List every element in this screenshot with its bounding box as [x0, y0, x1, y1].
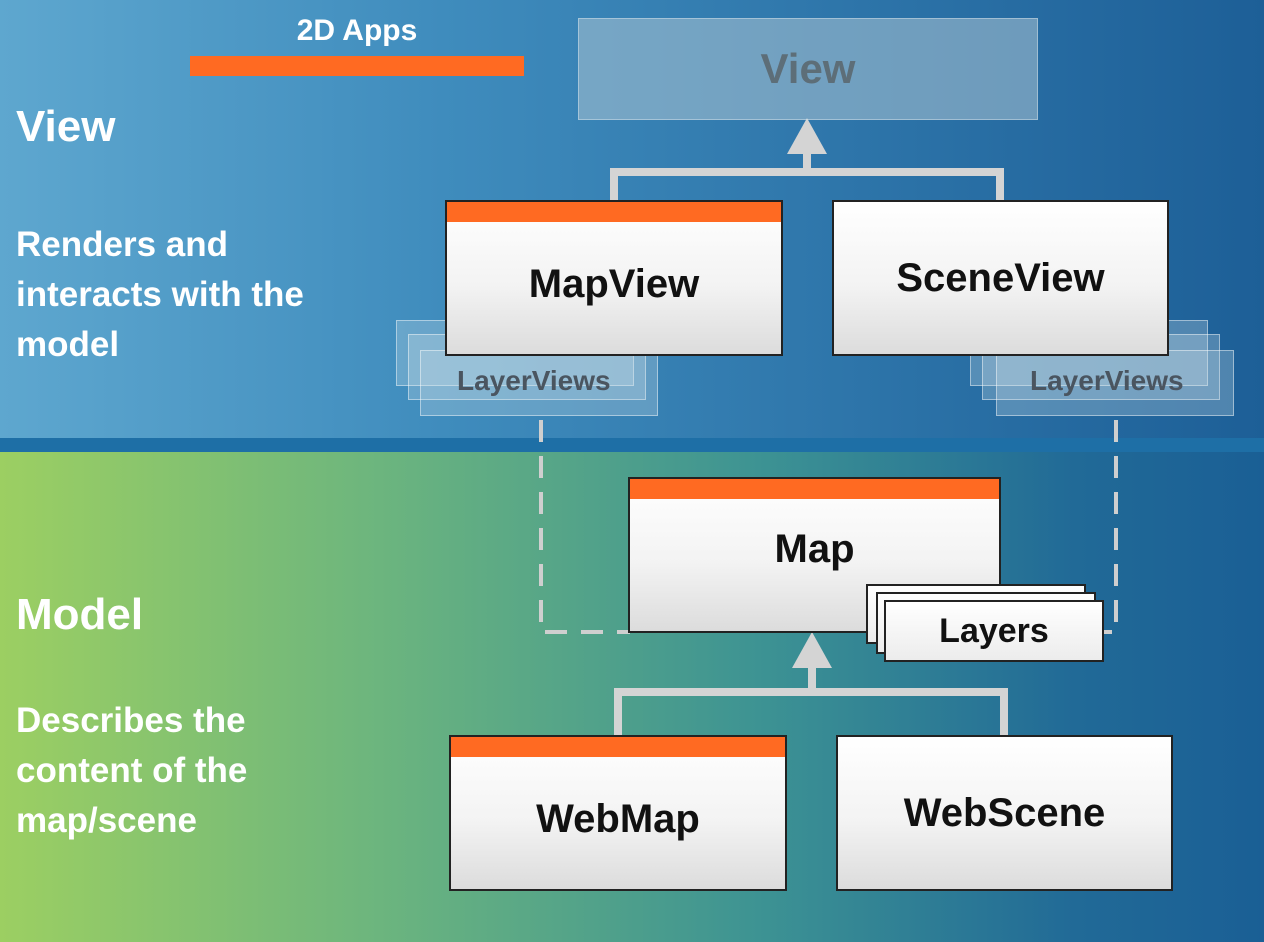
legend-label: 2D Apps: [296, 14, 418, 47]
map-label: Map: [774, 527, 855, 571]
mapview-label: MapView: [528, 261, 700, 306]
webscene-label: WebScene: [903, 790, 1106, 835]
map-inheritance-arrowhead: [792, 632, 832, 668]
sceneview-layerviews-label: LayerViews: [1030, 365, 1184, 396]
sceneview-node: SceneView: [832, 200, 1169, 356]
mapview-layerviews-label: LayerViews: [457, 365, 611, 396]
view-section-title: View: [16, 102, 116, 151]
webscene-node: WebScene: [836, 735, 1173, 891]
layers-label: Layers: [939, 611, 1049, 650]
view-inheritance-arrowhead: [787, 118, 827, 154]
view-node-label: View: [760, 45, 856, 92]
model-section-title: Model: [16, 590, 144, 639]
map-inheritance-connector: [614, 668, 1008, 735]
2d-app-stripe: [451, 737, 785, 757]
layerviews-to-layers-dashed-right: [1103, 420, 1118, 634]
view-section-description: Renders and interacts with the model: [16, 225, 304, 364]
layerview-card-stack: [996, 350, 1234, 416]
sceneview-label: SceneView: [896, 255, 1105, 300]
layers-node: Layers: [884, 600, 1104, 662]
layerviews-to-layers-dashed-left: [539, 420, 630, 634]
view-inheritance-connector: [610, 150, 1004, 200]
legend-color-bar: [190, 56, 524, 76]
2d-app-stripe: [447, 202, 781, 222]
2d-app-stripe: [630, 479, 999, 499]
webmap-label: WebMap: [536, 796, 700, 841]
model-section-description: Describes the content of the map/scene: [16, 701, 248, 840]
mapview-node: MapView: [445, 200, 783, 356]
webmap-node: WebMap: [449, 735, 787, 891]
view-node: View: [578, 18, 1038, 120]
section-divider: [0, 438, 1264, 452]
